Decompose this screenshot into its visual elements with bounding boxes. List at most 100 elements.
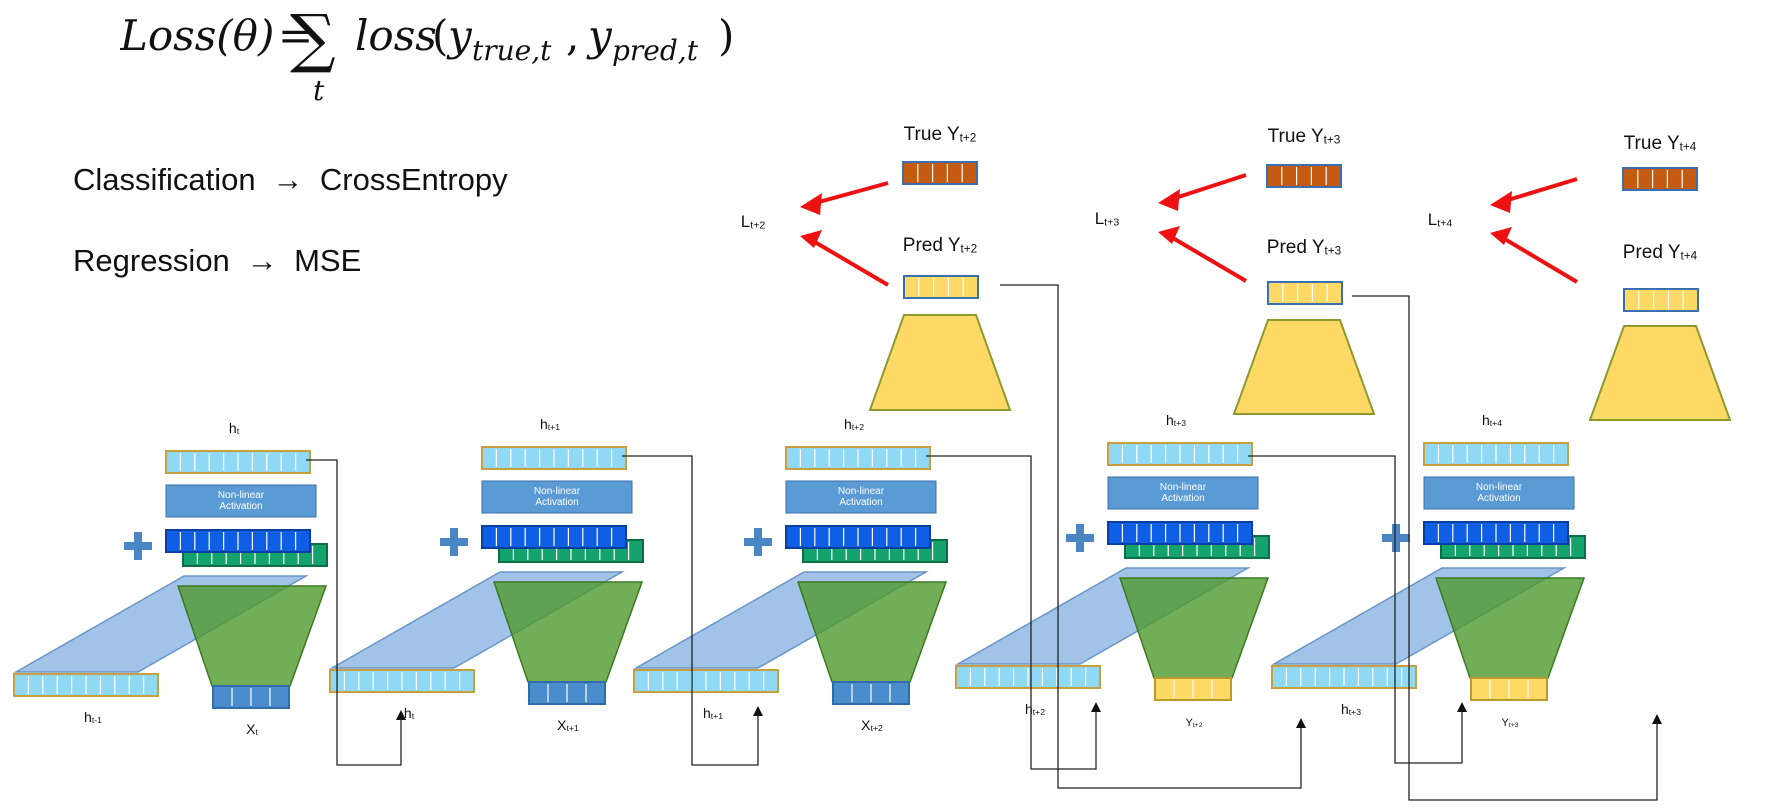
input-label: Yt+2 (1185, 717, 1202, 729)
regression-arrow: → (246, 243, 278, 278)
hidden-output-label-subscript: t+2 (852, 422, 864, 432)
true-output-label-subscript: t+3 (1324, 134, 1341, 147)
predicted-output-vector (1623, 288, 1699, 312)
hidden-input-label: ht+3 (1341, 701, 1361, 717)
formula-lhs: Loss(θ) (120, 11, 274, 60)
hidden-output-label-base: h (540, 416, 548, 432)
hidden-output-label-base: h (844, 416, 852, 432)
input-label: Xt (246, 721, 258, 737)
hidden-state-connector-arrowhead (1457, 702, 1467, 712)
input-vector (212, 685, 290, 709)
input-weight-trapezoid (796, 581, 948, 683)
input-label: Xt+1 (557, 717, 579, 733)
hidden-state-connector-arrowhead (1091, 702, 1101, 712)
output-head-2 (1158, 173, 1376, 415)
hidden-input-label-base: h (84, 709, 92, 725)
activation-box (165, 484, 317, 518)
loss-label: Lt+2 (741, 212, 766, 231)
hidden-output-vector (165, 450, 311, 474)
input-vector (1154, 677, 1232, 701)
loss-label-base: L (1428, 210, 1437, 229)
input-weight-trapezoid (492, 581, 644, 683)
predicted-output-label-base: Pred Y (903, 235, 961, 256)
classification-note: Classification → CrossEntropy (73, 162, 508, 198)
prediction-feedback-arrowhead (1652, 714, 1662, 724)
formula-y-true: y (446, 11, 473, 60)
predicted-output-vector (1267, 281, 1343, 305)
loss-arrow-from-true (1165, 173, 1247, 203)
input-label-subscript: t+3 (1509, 722, 1519, 729)
loss-arrow-from-true (807, 181, 889, 207)
loss-label-subscript: t+3 (1104, 216, 1119, 228)
predicted-output-label: Pred Yt+3 (1267, 237, 1342, 258)
plus-vertical (1392, 524, 1400, 552)
weighted-hidden-vector (785, 525, 931, 549)
input-label: Xt+2 (861, 717, 883, 733)
loss-label-base: L (741, 212, 750, 231)
true-output-label: True Yt+2 (904, 124, 977, 145)
hidden-input-label: ht+1 (703, 705, 723, 721)
hidden-output-label: ht+3 (1166, 412, 1186, 428)
hidden-state-connector (1248, 455, 1463, 764)
predicted-output-label-subscript: t+2 (961, 243, 978, 256)
prediction-feedback-connector (1352, 295, 1658, 801)
classification-arrow: → (272, 162, 304, 197)
formula-y-pred: y (586, 11, 613, 60)
mse-label: MSE (294, 243, 362, 278)
hidden-input-vector (329, 669, 475, 693)
predicted-output-vector-box (903, 275, 979, 299)
output-projection-trapezoid (868, 314, 1012, 411)
loss-arrow-from-pred-head (1490, 227, 1512, 245)
hidden-state-connector-arrowhead (396, 710, 406, 720)
input-label-subscript: t+2 (1193, 722, 1203, 729)
loss-label-subscript: t+2 (750, 219, 765, 231)
hidden-output-label-base: h (229, 420, 237, 436)
hidden-input-label-subscript: t+2 (1033, 707, 1045, 717)
predicted-output-label-base: Pred Y (1623, 242, 1681, 263)
input-weight-trapezoid (1118, 577, 1270, 679)
input-label-subscript: t+2 (871, 723, 883, 733)
hidden-output-label-subscript: t+1 (548, 422, 560, 432)
formula-y-true-subscript: true,t (472, 34, 552, 67)
activation-label-line2: Activation (219, 501, 262, 512)
predicted-output-label: Pred Yt+2 (903, 235, 977, 256)
activation-label-line1: Non-linear (218, 490, 265, 501)
hidden-output-label: ht+2 (844, 416, 864, 432)
hidden-output-label-subscript: t+4 (1490, 418, 1502, 428)
input-vector (528, 681, 606, 705)
hidden-output-label-base: h (1482, 412, 1490, 428)
activation-box (1423, 476, 1575, 510)
loss-arrow-from-true-head (1490, 191, 1512, 213)
hidden-input-vector (1271, 665, 1417, 689)
predicted-output-vector-box (1623, 288, 1699, 312)
activation-box (1107, 476, 1259, 510)
hidden-output-label: ht (229, 420, 240, 436)
weighted-hidden-vector (1107, 521, 1253, 545)
hidden-input-vector (13, 673, 159, 697)
hidden-state-connector-arrowhead (753, 706, 763, 716)
input-vector (832, 681, 910, 705)
activation-label-line2: Activation (1477, 493, 1520, 504)
loss-label: Lt+3 (1095, 209, 1120, 228)
hidden-input-label-base: h (404, 705, 412, 721)
loss-arrow-from-pred (1164, 232, 1248, 283)
true-output-vector (902, 161, 978, 185)
input-weight-trapezoid (1434, 577, 1586, 679)
hidden-input-label-subscript: t+3 (1349, 707, 1361, 717)
predicted-output-label-subscript: t+3 (1325, 245, 1342, 258)
activation-label-line1: Non-linear (1476, 482, 1523, 493)
input-label-subscript: t+1 (567, 723, 579, 733)
formula-comma: , (566, 11, 579, 60)
activation-label-line1: Non-linear (838, 486, 885, 497)
hidden-output-vector (1107, 442, 1253, 466)
hidden-input-vector (633, 669, 779, 693)
crossentropy-label: CrossEntropy (319, 162, 508, 197)
formula-y-pred-subscript: pred,t (612, 34, 699, 67)
